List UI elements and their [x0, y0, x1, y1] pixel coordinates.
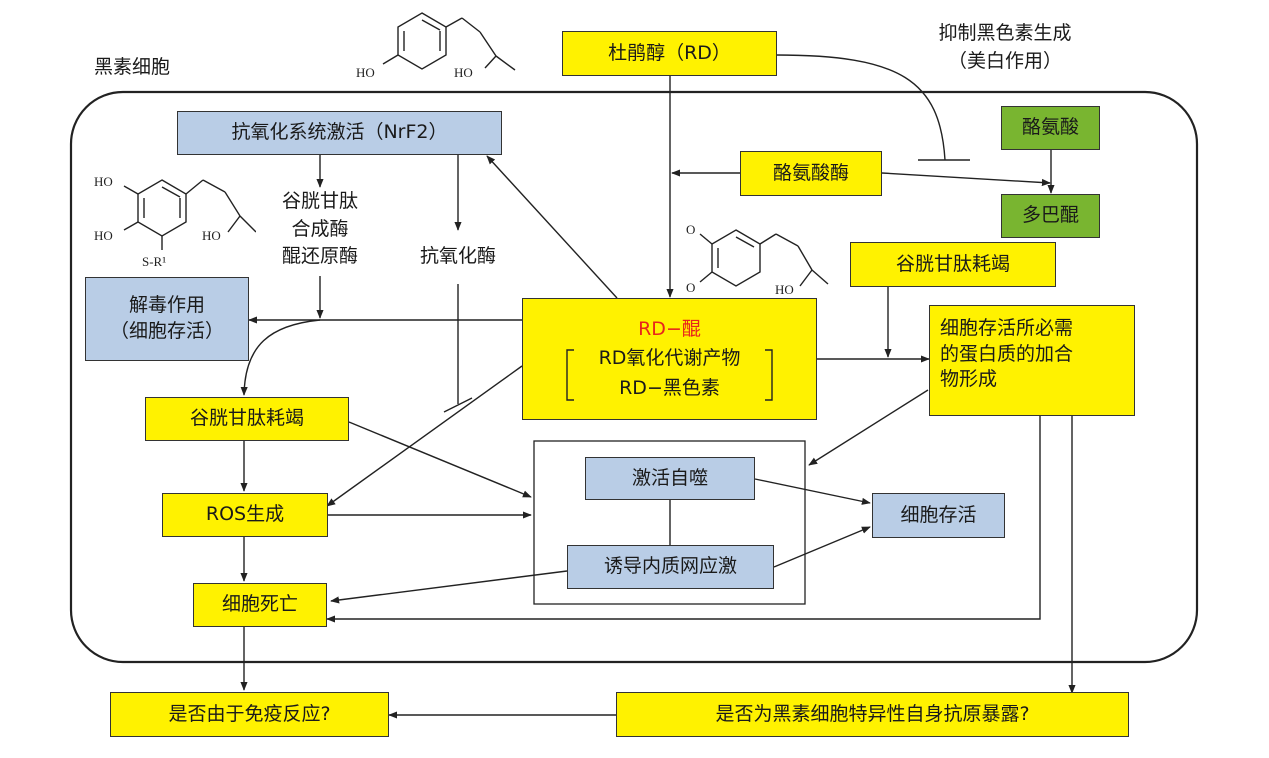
tyrosine-box: 酪氨酸 — [1001, 106, 1100, 150]
gsh-synthase-label: 谷胱甘肽 合成酶 醌还原酶 — [256, 188, 384, 271]
arrow-tyrosinase-to-dopaquinone — [881, 172, 1051, 187]
detox-text-1: 解毒作用 — [128, 294, 205, 317]
stress-response-frame — [533, 440, 806, 605]
autoantigen-exposure-text: 是否为黑素细胞特异性自身抗原暴露? — [715, 702, 1030, 725]
autophagy-text: 激活自噬 — [631, 466, 708, 489]
arrow-to-gsh-depletion-left — [240, 319, 321, 396]
dopaquinone-text: 多巴醌 — [1021, 204, 1079, 227]
er-stress-text: 诱导内质网应激 — [603, 555, 737, 578]
rd-quinone-line-2: RD−黑色素 — [619, 376, 720, 399]
gsh-depletion-left-box: 谷胱甘肽耗竭 — [145, 397, 349, 441]
immune-response-text: 是否由于免疫反应? — [168, 702, 331, 725]
arrow-quinone-to-nrf2 — [486, 155, 618, 299]
ros-box: ROS生成 — [162, 493, 328, 537]
cell-survival-box: 细胞存活 — [872, 493, 1005, 538]
inhibit-line-1: 抑制黑色素生成 — [938, 22, 1072, 44]
gsh-depletion-right-text: 谷胱甘肽耗竭 — [895, 252, 1010, 275]
inhibit-melanogenesis-label: 抑制黑色素生成 （美白作用） — [920, 20, 1090, 75]
tyrosinase-box: 酪氨酸酶 — [740, 151, 882, 196]
gsh-synthase-line-1: 谷胱甘肽 — [281, 190, 358, 212]
rd-quinone-structure: O O HO — [686, 222, 829, 297]
rhododendrol-box: 杜鹃醇（RD） — [562, 31, 777, 76]
cell-label: 黑素细胞 — [94, 56, 171, 78]
chem-ho-5: HO — [202, 228, 221, 243]
protein-adduct-line-3: 物形成 — [940, 368, 998, 391]
detox-text-2: （细胞存活） — [109, 320, 224, 342]
quinone-reductase-line: 醌还原酶 — [281, 245, 358, 268]
chem-ho-1: HO — [356, 65, 375, 80]
cell-death-box: 细胞死亡 — [193, 583, 327, 627]
arrow-autophagy-to-survival — [754, 478, 871, 505]
rhododendrol-structure: HO HO — [356, 12, 516, 80]
rd-quinone-title: RD−醌 — [638, 317, 701, 340]
inhibition-rd-melanogenesis — [775, 54, 946, 161]
rhododendrol-text: 杜鹃醇（RD） — [608, 41, 731, 64]
autophagy-box: 激活自噬 — [585, 457, 755, 500]
arrow-adduct-to-frame — [808, 389, 929, 466]
gsh-depletion-right-box: 谷胱甘肽耗竭 — [850, 242, 1056, 287]
protein-adduct-line-2: 的蛋白质的加合 — [940, 342, 1074, 365]
chem-o-2: O — [686, 280, 695, 295]
arrow-gsh-left-to-frame — [348, 421, 532, 498]
thiol-adduct-structure: HO HO HO S-R¹ — [94, 174, 257, 269]
protein-adduct-line-1: 细胞存活所必需 — [940, 317, 1074, 339]
chem-ho-4: HO — [94, 228, 113, 243]
immune-response-box: 是否由于免疫反应? — [110, 692, 389, 737]
inhibit-line-2: （美白作用） — [947, 49, 1062, 72]
cell-survival-text: 细胞存活 — [900, 503, 977, 526]
chem-ho-6: HO — [775, 282, 794, 297]
gsh-synthase-line-2: 合成酶 — [291, 217, 349, 240]
nrf2-text: 抗氧化系统激活（NrF2） — [231, 121, 448, 144]
autoantigen-exposure-box: 是否为黑素细胞特异性自身抗原暴露? — [616, 692, 1129, 737]
tyrosine-text: 酪氨酸 — [1021, 116, 1079, 139]
rd-quinone-line-1: RD氧化代谢产物 — [598, 347, 741, 370]
chem-ho-2: HO — [454, 65, 473, 80]
protein-adduct-box: 细胞存活所必需 的蛋白质的加合 物形成 — [929, 305, 1135, 416]
arrow-adduct-to-death — [326, 416, 1041, 623]
chem-ho-3: HO — [94, 174, 113, 189]
nrf2-box: 抗氧化系统激活（NrF2） — [177, 111, 502, 155]
antioxidant-enzyme-label: 抗氧化酶 — [408, 243, 508, 271]
chem-o-1: O — [686, 222, 695, 237]
cell-death-text: 细胞死亡 — [221, 593, 298, 616]
er-stress-box: 诱导内质网应激 — [567, 545, 774, 589]
dopaquinone-box: 多巴醌 — [1001, 194, 1100, 238]
gsh-depletion-left-text: 谷胱甘肽耗竭 — [189, 407, 304, 430]
arrow-er-to-death — [330, 570, 568, 604]
ros-text: ROS生成 — [205, 503, 285, 526]
arrow-quinone-to-ros — [326, 365, 523, 507]
tyrosinase-text: 酪氨酸酶 — [772, 161, 849, 184]
rd-quinone-brackets — [566, 349, 773, 401]
detox-box: 解毒作用 （细胞存活） — [85, 277, 249, 361]
arrow-er-to-survival — [773, 526, 871, 568]
chem-sr: S-R¹ — [142, 254, 166, 269]
inhibition-bar-antioxidant — [443, 397, 473, 413]
melanocyte-cell-outline — [69, 90, 1199, 664]
